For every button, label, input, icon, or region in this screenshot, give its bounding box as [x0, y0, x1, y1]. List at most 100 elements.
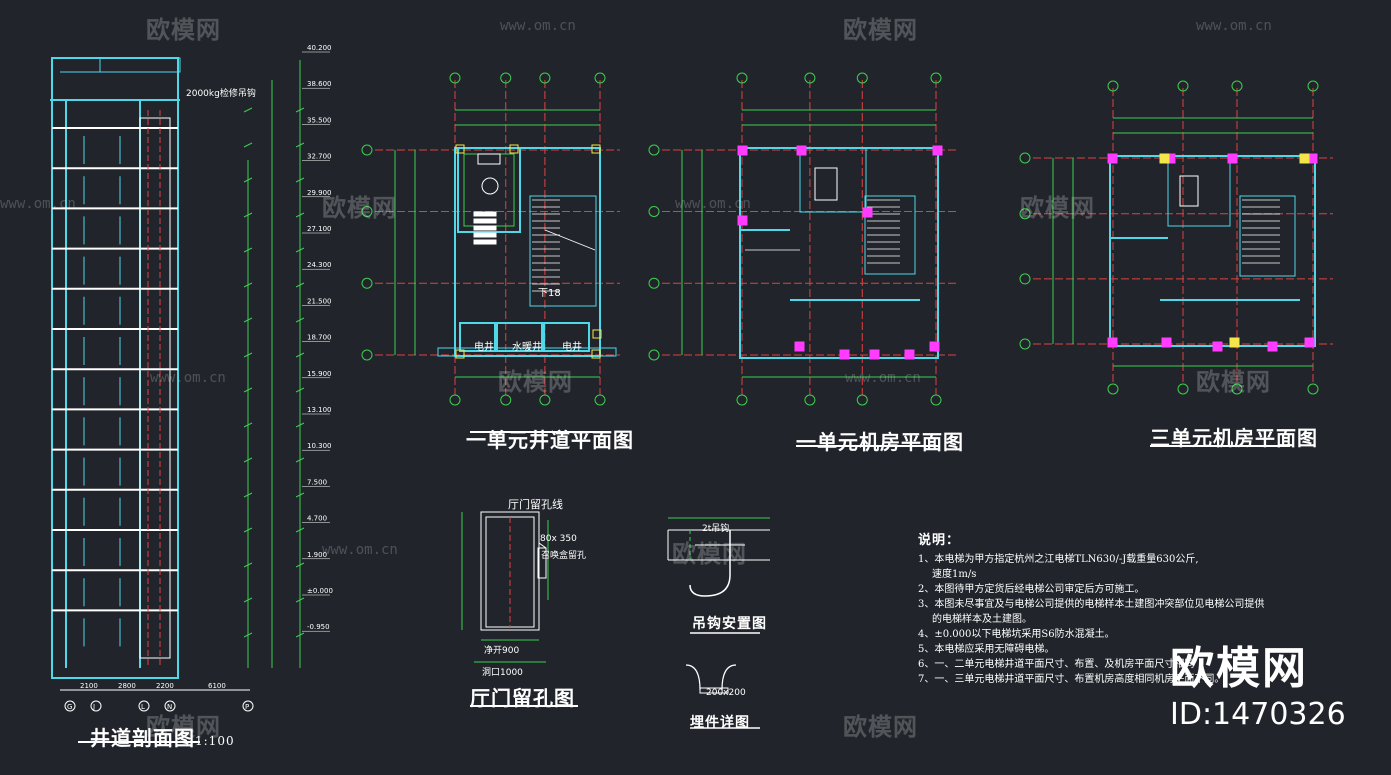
dim-label: 2200 [156, 682, 174, 690]
section-dim-tick [295, 107, 305, 113]
elevation-label: 10.300 [307, 442, 332, 450]
plan3-column [1107, 153, 1118, 164]
axis-bubble [736, 394, 748, 406]
axis-bubble [500, 394, 512, 406]
elevation-label: 32.700 [307, 153, 332, 161]
section-dim-tick [295, 457, 305, 463]
note-line: 1、本电梯为甲方指定杭州之江电梯TLN630/-J载重量630公斤, [918, 554, 1199, 565]
section-dim-tick [295, 282, 305, 288]
watermark-url: www.om.cn [500, 18, 576, 34]
plan3-room [1167, 155, 1231, 227]
plan1-hoist-block [473, 225, 497, 231]
plan1-shaft [457, 147, 521, 233]
section-dim-tick [295, 597, 305, 603]
plan3-column [1267, 341, 1278, 352]
note-line: 的电梯样本及土建图。 [932, 614, 1032, 625]
watermark-text: 欧模网 [322, 194, 397, 222]
plan2-column [932, 145, 943, 156]
door-hole-size: 80x 350 [540, 534, 577, 544]
plan3-column-yellow [1159, 153, 1170, 164]
axis-bubble-label: L [141, 703, 145, 711]
axis-bubble [361, 349, 373, 361]
axis-bubble-label: N [167, 703, 172, 711]
section-dim-tick [243, 317, 253, 323]
elevation-label: 4.700 [307, 515, 327, 523]
section-dim-tick [295, 247, 305, 253]
axis-bubble [1019, 273, 1031, 285]
elevation-label: 27.100 [307, 225, 332, 233]
plan1-wall [454, 147, 601, 357]
axis-bubble [138, 700, 150, 712]
plan1-base-slab [437, 347, 617, 357]
watermark-text: 欧模网 [498, 368, 573, 396]
section-dim-tick [243, 422, 253, 428]
elevation-label: ±0.000 [307, 587, 333, 595]
plan1-shaft-box [496, 322, 543, 352]
dim-label: 6100 [208, 682, 226, 690]
plan3-column-yellow [1299, 153, 1310, 164]
plan3-column [1227, 153, 1238, 164]
plan2-stair [864, 195, 916, 275]
elevation-label: 18.700 [307, 334, 332, 342]
watermark-url: www.om.cn [150, 370, 226, 386]
note-line: 6、一、二单元电梯井道平面尺寸、布置、及机房平面尺寸相同 [918, 659, 1195, 670]
section-outline [51, 57, 179, 679]
section-scale: 1:100 [195, 734, 235, 748]
axis-bubble [1019, 208, 1031, 220]
section-dim-tick [243, 177, 253, 183]
axis-bubble [856, 72, 868, 84]
embed-bar [721, 664, 737, 691]
axis-bubble [242, 700, 254, 712]
dim-label: 2100 [80, 682, 98, 690]
hook-capacity: 2t吊钩 [702, 524, 730, 534]
axis-bubble [930, 394, 942, 406]
note-line: 4、±0.000以下电梯坑采用S6防水混凝土。 [918, 629, 1115, 640]
section-note: 2000kg检修吊钩 [186, 89, 256, 99]
axis-bubble [736, 72, 748, 84]
plan1-stair [529, 195, 597, 307]
plan2-column [737, 215, 748, 226]
plan1-column [591, 349, 601, 359]
axis-bubble [930, 72, 942, 84]
plan1-hoist [477, 153, 501, 165]
stair-label: 下18 [538, 288, 561, 299]
plan1-hoist-block [473, 218, 497, 224]
elevation-label: 40.200 [307, 44, 332, 52]
elevation-label: 1.900 [307, 551, 327, 559]
embed-title: 埋件详图 [690, 715, 750, 731]
plan3-title: 三单元机房平面图 [1150, 426, 1318, 450]
watermark-text: 欧模网 [1196, 368, 1271, 396]
plan2-column [839, 349, 850, 360]
axis-bubble [1231, 80, 1243, 92]
door-hole-title: 厅门留孔图 [470, 686, 575, 710]
elevation-label: 24.300 [307, 261, 332, 269]
elevation-label: 15.900 [307, 370, 332, 378]
plan3-stair [1239, 195, 1296, 277]
section-dim-tick [295, 632, 305, 638]
plan2-column [869, 349, 880, 360]
axis-bubble [90, 700, 102, 712]
plan1-shaft-box [459, 322, 496, 352]
plan3-column [1161, 337, 1172, 348]
watermark-text: 欧模网 [146, 713, 221, 741]
embed-plate [699, 687, 729, 694]
section-dim-tick [243, 527, 253, 533]
section-dim-tick [243, 107, 253, 113]
axis-bubble [449, 394, 461, 406]
axis-bubble [1177, 383, 1189, 395]
plan3-column [1212, 341, 1223, 352]
section-title-text: 井道剖面图 [90, 726, 195, 750]
plan2-column [794, 341, 805, 352]
elevation-label: 7.500 [307, 478, 327, 486]
section-dim-tick [243, 282, 253, 288]
axis-bubble [1307, 383, 1319, 395]
axis-bubble [449, 72, 461, 84]
section-dim-tick [243, 597, 253, 603]
shaft-label-3: 电井 [562, 342, 582, 353]
section-dim-tick [243, 247, 253, 253]
axis-bubble [361, 144, 373, 156]
note-line: 5、本电梯应采用无障碍电梯。 [918, 644, 1055, 655]
elevation-label: 21.500 [307, 297, 332, 305]
brand-id: ID:1470326 [1170, 697, 1346, 732]
elevation-label: 13.100 [307, 406, 332, 414]
